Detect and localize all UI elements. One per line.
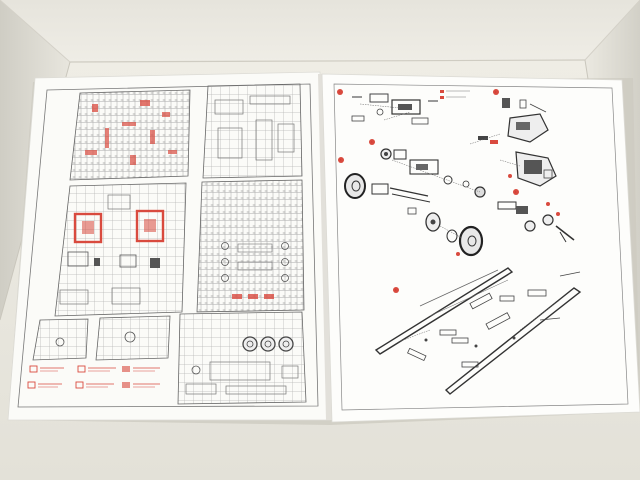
sprue-frame-middle-right (196, 179, 305, 313)
sprue-wheel (242, 336, 258, 352)
sprue-frame-wheels (177, 311, 307, 405)
sprue-frame-middle-left (54, 182, 187, 317)
step-number: 6 (395, 288, 397, 292)
assembly-step-suspension: 4 (497, 189, 575, 243)
assembly-step-1: 1 (337, 89, 438, 125)
assembly-step-2: 2 (440, 89, 549, 145)
chassis-rail-right (444, 287, 582, 395)
sprue-frame-bottom-left (32, 315, 171, 361)
assembly-step-3: 3 (369, 139, 486, 198)
chassis-rail-left (374, 267, 514, 355)
step-number: 5 (340, 158, 342, 162)
step-number-badge (337, 89, 343, 95)
sprue-wheel (260, 336, 276, 352)
assembly-step-5: 5 (338, 157, 484, 257)
step-number: 4 (515, 190, 517, 194)
step-number-badge (493, 89, 499, 95)
sprue-frame-top-right (202, 83, 303, 179)
tire-icon (344, 173, 366, 199)
instruction-right-page: 1 2 (321, 73, 640, 423)
assembly-step-4 (499, 151, 557, 187)
instruction-left-page (7, 71, 331, 421)
assembly-step-6: 6 (374, 267, 582, 395)
sprue-wheel (278, 336, 294, 352)
step-number-badge (513, 189, 519, 195)
tire-icon (458, 225, 484, 257)
step-number-badge (393, 287, 399, 293)
box-top-wall (0, 0, 640, 62)
step-number-badge (369, 139, 375, 145)
symbol-legend (27, 365, 160, 389)
sprue-frame-top-left (69, 89, 191, 181)
step-number: 3 (371, 140, 373, 144)
step-number: 1 (339, 90, 341, 94)
step-number-badge (338, 157, 344, 163)
step-number: 2 (495, 90, 497, 94)
